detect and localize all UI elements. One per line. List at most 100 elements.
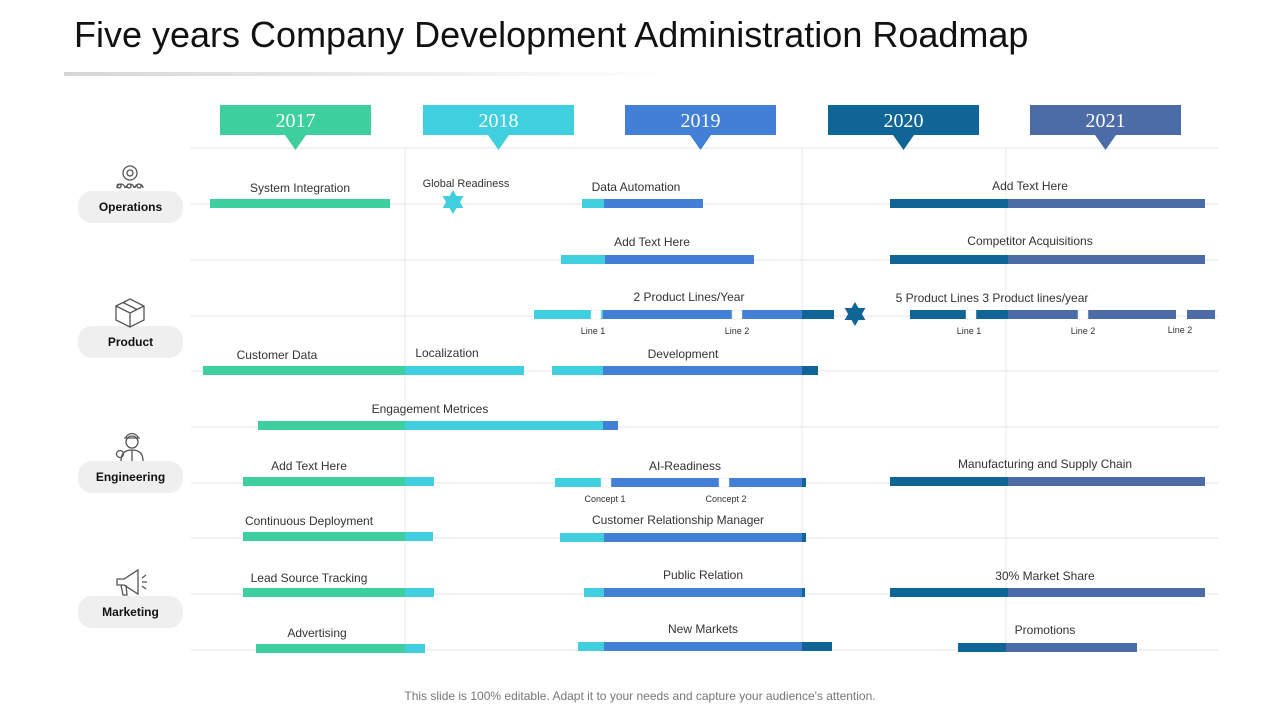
task-bar-segment (910, 310, 1008, 319)
year-headers: 2017 2018 2019 2020 2021 (220, 105, 1181, 150)
task-bar-segment (582, 199, 604, 208)
sub-label: Line 2 (1071, 326, 1096, 336)
engineer-icon (115, 432, 144, 462)
sub-label: Concept 2 (705, 494, 746, 504)
box-icon (115, 298, 145, 328)
task-bar-segment (604, 588, 802, 597)
bar-tick (590, 309, 602, 320)
task-label: New Markets (668, 622, 738, 636)
task-bar-segment (405, 532, 433, 541)
task-bar-segment (890, 588, 1008, 597)
task-label: Lead Source Tracking (251, 571, 368, 585)
title-underline (64, 72, 674, 76)
task-label: Customer Data (237, 348, 318, 362)
task-label: 2 Product Lines/Year (634, 290, 745, 304)
task-label: Global Readiness (423, 178, 510, 190)
task-label: 30% Market Share (995, 569, 1095, 583)
task-bar-segment (603, 310, 802, 319)
sub-label: Concept 1 (584, 494, 625, 504)
task-bar-segment (802, 533, 806, 542)
task-bar-segment (405, 366, 524, 375)
bar-tick (965, 309, 977, 320)
category-pill-operations (78, 191, 183, 223)
task-label: Localization (415, 346, 478, 360)
task-bar-segment (203, 366, 405, 375)
task-label: Manufacturing and Supply Chain (958, 457, 1132, 471)
year-label: 2021 (1086, 110, 1126, 132)
task-bar-segment (405, 421, 603, 430)
task-bar-segment (603, 478, 802, 487)
milestone-markers (442, 190, 866, 326)
megaphone-icon (116, 568, 147, 596)
task-label: Add Text Here (992, 179, 1068, 193)
task-bar-segment (243, 477, 405, 486)
task-label: Continuous Deployment (245, 514, 374, 528)
task-bars (203, 199, 1215, 653)
year-label: 2018 (479, 110, 519, 132)
task-label: Add Text Here (614, 235, 690, 249)
task-label: Development (648, 347, 719, 361)
sub-label: Line 1 (581, 326, 606, 336)
category-pill-marketing (78, 596, 183, 628)
task-bar-segment (405, 588, 434, 597)
bar-tick (1077, 309, 1089, 320)
task-bar-segment (534, 310, 603, 319)
task-bar-segment (1008, 588, 1205, 597)
task-label: Add Text Here (271, 459, 347, 473)
year-header-2018 (423, 105, 574, 135)
task-bar-segment (1006, 643, 1137, 652)
task-bar-segment (243, 588, 405, 597)
year-label: 2017 (276, 110, 316, 132)
task-bar-segment (605, 255, 754, 264)
category-pill-product (78, 326, 183, 358)
task-bar-segment (210, 199, 390, 208)
year-arrow-icon (488, 135, 509, 150)
task-bar-segment (604, 199, 703, 208)
gear-people-icon (116, 165, 144, 189)
year-label: 2019 (681, 110, 721, 132)
task-bar-segment (584, 588, 604, 597)
category-label: Engineering (96, 470, 165, 484)
task-bar-segment (604, 533, 802, 542)
task-bar-segment (258, 421, 405, 430)
year-header-2021 (1030, 105, 1181, 135)
task-bar-segment (256, 644, 405, 653)
year-arrow-icon (285, 135, 306, 150)
sub-label: Line 1 (957, 326, 982, 336)
task-bar-segment (802, 366, 818, 375)
task-bar-segment (555, 478, 603, 487)
task-bar-segment (561, 255, 605, 264)
task-label: 5 Product Lines 3 Product lines/year (896, 291, 1089, 305)
year-arrow-icon (690, 135, 711, 150)
year-arrow-icon (893, 135, 914, 150)
milestone-star-icon (844, 308, 866, 326)
task-label: Competitor Acquisitions (967, 234, 1092, 248)
bar-tick (718, 477, 730, 488)
task-label: AI-Readiness (649, 459, 721, 473)
milestone-star-icon (442, 196, 464, 214)
task-label: Advertising (287, 626, 346, 640)
bar-tick (731, 309, 743, 320)
year-label: 2020 (884, 110, 924, 132)
year-header-2019 (625, 105, 776, 135)
task-bar-segment (1008, 310, 1176, 319)
task-label: Engagement Metrices (372, 402, 489, 416)
task-bar-segment (1008, 477, 1205, 486)
task-bar-segment (405, 644, 425, 653)
category-label: Product (108, 335, 153, 349)
task-label: Public Relation (663, 568, 743, 582)
task-bar-segment (405, 477, 434, 486)
year-arrow-icon (1095, 135, 1116, 150)
task-bar-segment (1008, 255, 1205, 264)
sub-label: Line 2 (1168, 325, 1193, 335)
task-bar-segment (802, 310, 834, 319)
sub-label: Line 2 (725, 326, 750, 336)
task-bar-segment (958, 643, 1006, 652)
task-bar-segment (1187, 310, 1215, 319)
task-label: Promotions (1015, 623, 1076, 637)
year-header-2020 (828, 105, 979, 135)
bar-tick (600, 477, 612, 488)
task-bar-segment (802, 478, 806, 487)
